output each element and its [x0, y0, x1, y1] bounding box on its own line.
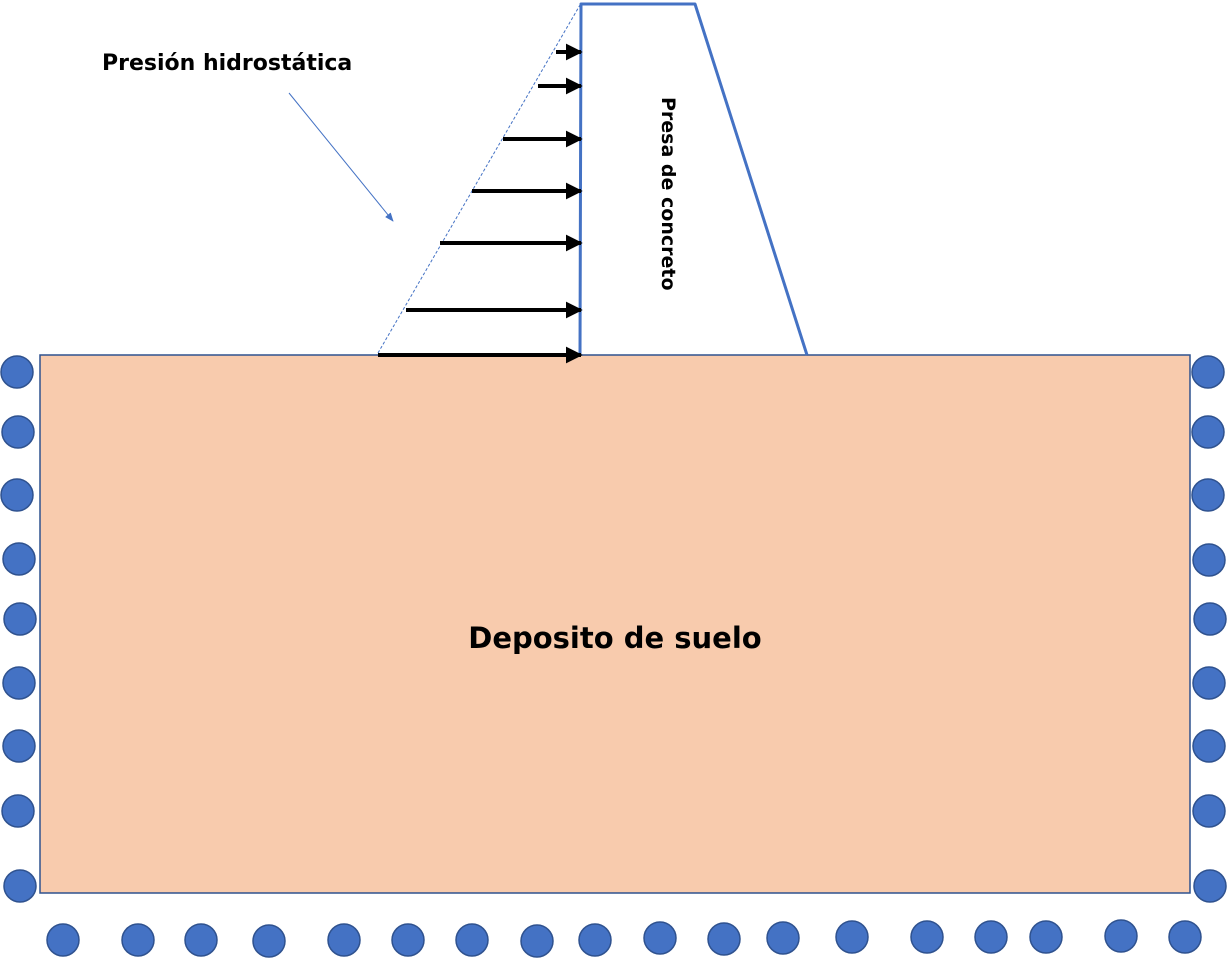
roller-support	[835, 920, 869, 954]
bottom-roller-supports	[46, 919, 1202, 958]
pressure-label: Presión hidrostática	[102, 51, 352, 76]
roller-support	[1193, 869, 1227, 903]
dam-label: Presa de concreto	[657, 97, 679, 291]
roller-support	[578, 923, 612, 957]
roller-support	[184, 923, 218, 957]
roller-support	[1193, 602, 1227, 636]
roller-support	[3, 869, 37, 903]
roller-support	[1192, 666, 1226, 700]
roller-support	[1192, 543, 1226, 577]
soil-deposit	[39, 354, 1191, 894]
right-roller-supports	[1191, 355, 1227, 903]
roller-support	[2, 729, 36, 763]
roller-support	[974, 920, 1008, 954]
roller-support	[520, 924, 554, 958]
roller-support	[1191, 355, 1225, 389]
pressure-envelope-line	[377, 4, 581, 354]
roller-support	[1, 415, 35, 449]
roller-support	[252, 924, 286, 958]
roller-support	[327, 923, 361, 957]
roller-support	[455, 923, 489, 957]
pressure-arrows	[378, 43, 583, 364]
roller-support	[1192, 794, 1226, 828]
roller-support	[2, 542, 36, 576]
roller-support	[391, 923, 425, 957]
left-roller-supports	[0, 355, 37, 903]
roller-support	[707, 922, 741, 956]
soil-label: Deposito de suelo	[468, 621, 761, 655]
roller-support	[1168, 920, 1202, 954]
concrete-dam-outline	[578, 2, 809, 356]
roller-support	[0, 478, 34, 512]
roller-support	[2, 666, 36, 700]
roller-support	[766, 921, 800, 955]
roller-support	[1, 794, 35, 828]
roller-support	[46, 923, 80, 957]
roller-support	[1191, 415, 1225, 449]
roller-support	[1029, 920, 1063, 954]
roller-support	[1191, 478, 1225, 512]
roller-support	[910, 920, 944, 954]
roller-support	[3, 602, 37, 636]
roller-support	[643, 921, 677, 955]
roller-support	[0, 355, 34, 389]
roller-support	[1104, 919, 1138, 953]
pressure-label-pointer	[288, 92, 394, 222]
roller-support	[1192, 729, 1226, 763]
roller-support	[121, 923, 155, 957]
